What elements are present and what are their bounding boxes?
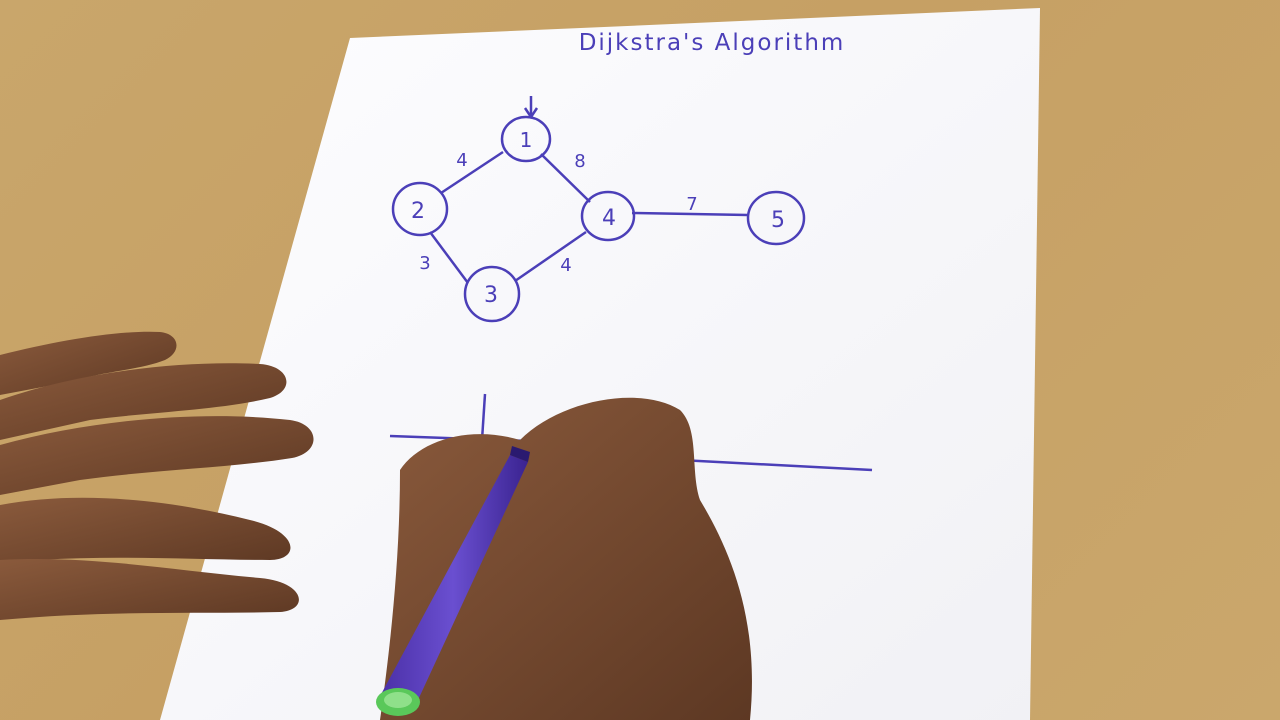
right-hand	[380, 397, 752, 720]
edge-4-5-weight: 7	[686, 194, 697, 215]
table-vertical-line	[480, 393, 487, 441]
edge-2-3-weight: 3	[419, 253, 430, 274]
edge-4-5	[631, 211, 749, 217]
edge-2-3	[428, 231, 470, 284]
node-1-label: 1	[520, 128, 533, 152]
node-4-circle	[580, 190, 636, 242]
page-title: Dijkstra's Algorithm	[579, 30, 846, 56]
left-hand	[0, 331, 314, 620]
node-3-circle	[463, 265, 521, 323]
pen-icon	[376, 446, 530, 716]
edge-3-4-weight: 4	[560, 255, 571, 276]
node-2-circle	[391, 181, 449, 237]
node-5-label: 5	[771, 208, 785, 233]
node-4-label: 4	[602, 206, 616, 231]
edge-1-4	[540, 153, 591, 203]
node-2-label: 2	[411, 199, 425, 224]
edge-1-4-weight: 8	[574, 151, 585, 172]
node-1-circle	[500, 115, 552, 163]
edge-1-2-weight: 4	[456, 150, 467, 171]
node-5-circle	[746, 190, 806, 246]
edge-3-4	[514, 230, 587, 283]
table-horizontal-line-right	[679, 458, 873, 472]
paper-sheet	[160, 8, 1040, 720]
edge-1-2	[440, 150, 504, 195]
node-3-label: 3	[484, 283, 498, 308]
